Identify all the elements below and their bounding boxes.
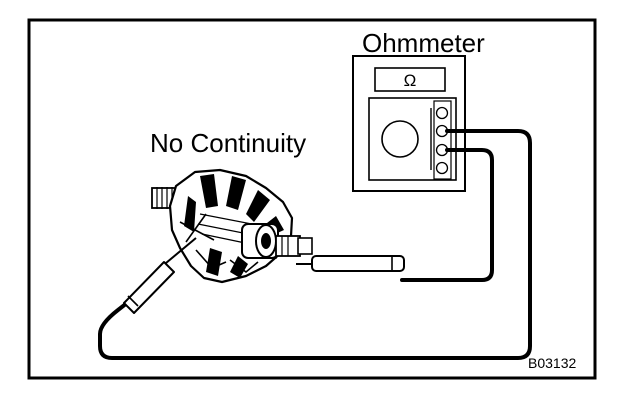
lead-wire-inner bbox=[400, 148, 494, 282]
slip-ring bbox=[241, 223, 279, 259]
ohmmeter-dial bbox=[381, 120, 419, 158]
meter-title: Ohmmeter bbox=[362, 28, 485, 58]
figure-code: B03132 bbox=[528, 355, 576, 371]
rotor-assembly bbox=[151, 168, 313, 284]
test-probe-shaft bbox=[296, 255, 405, 272]
figure-frame bbox=[27, 18, 597, 380]
ohm-symbol: Ω bbox=[404, 71, 417, 90]
ohmmeter-display bbox=[374, 67, 446, 92]
terminal-4 bbox=[435, 161, 449, 175]
lead-wire-outer bbox=[98, 129, 532, 360]
rotor-front-shaft bbox=[275, 235, 313, 257]
terminal-1 bbox=[435, 106, 449, 120]
probe-shaft-handle bbox=[311, 255, 405, 272]
terminal-column bbox=[433, 100, 452, 180]
probe-contact-mark bbox=[179, 213, 215, 243]
probe-core-handle bbox=[123, 261, 175, 314]
ohmmeter: Ω bbox=[352, 55, 466, 192]
result-label: No Continuity bbox=[150, 128, 306, 158]
rotor-claw-teeth bbox=[184, 174, 284, 278]
test-probe-core bbox=[123, 237, 197, 314]
